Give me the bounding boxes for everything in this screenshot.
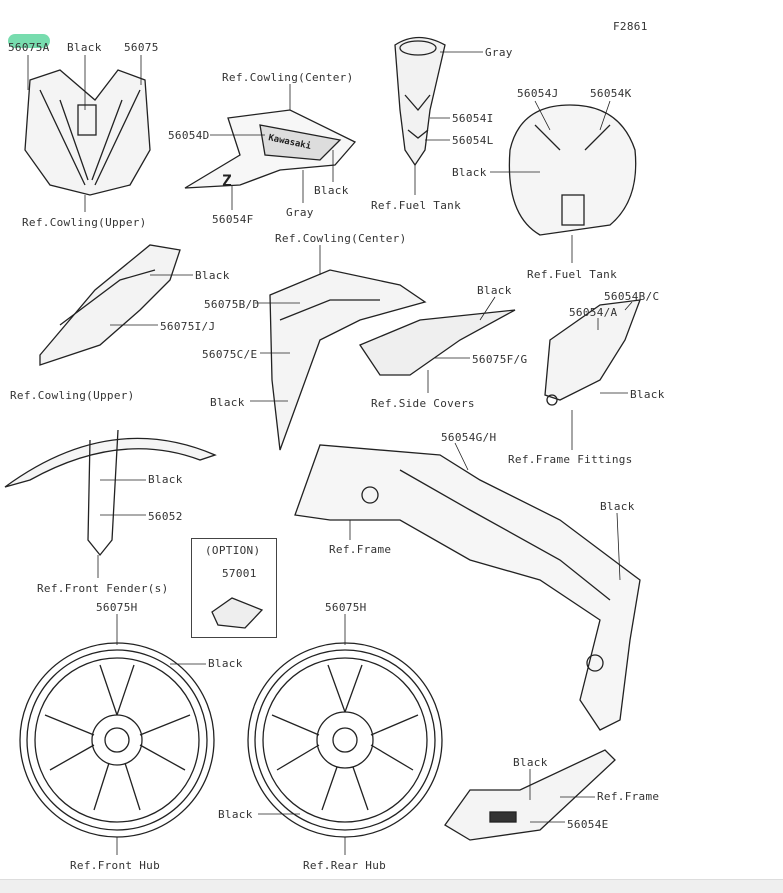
diagram-id: F2861	[613, 20, 648, 33]
reference-label: Ref.Frame	[597, 790, 660, 803]
part-number-label[interactable]: 56075H	[96, 601, 138, 614]
front-wheel-part	[19, 642, 215, 838]
color-label: Black	[218, 808, 253, 821]
color-label: Gray	[485, 46, 513, 59]
part-number-label[interactable]: 56054L	[452, 134, 494, 147]
bottom-bar	[0, 879, 783, 893]
part-number-label[interactable]: 57001	[222, 567, 257, 580]
color-label: Black	[210, 396, 245, 409]
reference-label: Ref.Front Fender(s)	[37, 582, 169, 595]
front-fender-part	[4, 429, 217, 557]
reference-label: Ref.Rear Hub	[303, 859, 387, 872]
color-label: Black	[208, 657, 243, 670]
color-label: Black	[195, 269, 230, 282]
part-number-label[interactable]: 56054D	[168, 129, 210, 142]
part-number-label[interactable]: 56075H	[325, 601, 367, 614]
highlight-marker	[8, 34, 50, 48]
part-number-label[interactable]: 56052	[148, 510, 183, 523]
frame-fitting-part	[544, 299, 641, 406]
reference-label: Ref.Frame	[329, 543, 392, 556]
reference-label: Ref.Cowling(Upper)	[10, 389, 135, 402]
option-label: (OPTION)	[205, 544, 261, 557]
rear-wheel-part	[247, 642, 443, 838]
part-number-label[interactable]: 56075B/D	[204, 298, 260, 311]
fuel-tank-part	[508, 104, 637, 236]
reference-label: Ref.Cowling(Center)	[275, 232, 407, 245]
part-number-label[interactable]: 56054F	[212, 213, 254, 226]
reference-label: Ref.Frame Fittings	[508, 453, 633, 466]
reference-label: Ref.Cowling(Upper)	[22, 216, 147, 229]
part-number-label[interactable]: 56075I/J	[160, 320, 216, 333]
color-label: Black	[148, 473, 183, 486]
part-number-label[interactable]: 56054K	[590, 87, 632, 100]
center-cowling-part: Kawasaki Z	[184, 109, 357, 190]
color-label: Black	[600, 500, 635, 513]
reference-label: Ref.Front Hub	[70, 859, 160, 872]
color-label: Black	[314, 184, 349, 197]
option-box	[191, 538, 277, 638]
part-number-label[interactable]: 56054/A	[569, 306, 618, 319]
part-number-label[interactable]: 56075	[124, 41, 159, 54]
color-label: Black	[452, 166, 487, 179]
part-number-label[interactable]: 56054I	[452, 112, 494, 125]
part-number-label[interactable]: 56075C/E	[202, 348, 258, 361]
reference-label: Ref.Fuel Tank	[371, 199, 461, 212]
part-number-label[interactable]: 56054G/H	[441, 431, 497, 444]
reference-label: Ref.Fuel Tank	[527, 268, 617, 281]
reference-label: Ref.Side Covers	[371, 397, 475, 410]
upper-cowling-part	[24, 69, 151, 196]
color-label: Black	[630, 388, 665, 401]
color-label: Black	[513, 756, 548, 769]
color-label: Black	[477, 284, 512, 297]
option-part	[211, 597, 264, 629]
part-number-label[interactable]: 56054J	[517, 87, 559, 100]
color-label: Black	[67, 41, 102, 54]
center-cowling-side-part	[269, 269, 427, 451]
upper-cowling-side-part	[39, 244, 181, 366]
part-number-label[interactable]: 56075A	[8, 41, 50, 54]
fuel-tank-cover-part	[394, 36, 446, 167]
part-number-label[interactable]: 56054E	[567, 818, 609, 831]
svg-text:Z: Z	[222, 171, 232, 190]
color-label: Gray	[286, 206, 314, 219]
frame-part	[294, 444, 641, 731]
side-cover-part	[359, 309, 516, 376]
leader-lines	[27, 51, 633, 855]
part-number-label[interactable]: 56054B/C	[604, 290, 660, 303]
reference-label: Ref.Cowling(Center)	[222, 71, 354, 84]
part-number-label[interactable]: 56075F/G	[472, 353, 528, 366]
